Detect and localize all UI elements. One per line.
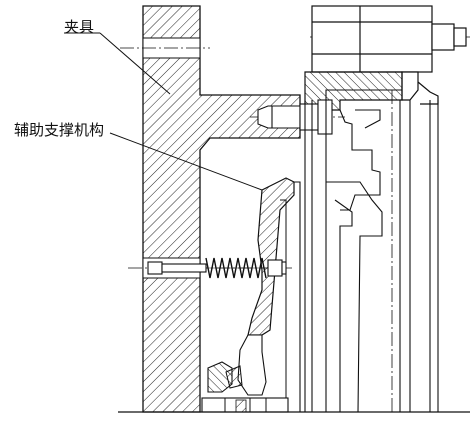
label-aux-support: 辅助支撑机构 [14, 121, 105, 139]
top-clamp [311, 5, 467, 105]
spring [205, 257, 268, 279]
locating-bolt [257, 99, 333, 135]
leader-lines [64, 32, 263, 191]
base-parts [201, 361, 289, 413]
workpiece [304, 89, 439, 413]
aux-support-arm [237, 177, 301, 412]
label-fixture: 夹具 [64, 18, 95, 36]
spring-bolt [147, 259, 287, 277]
